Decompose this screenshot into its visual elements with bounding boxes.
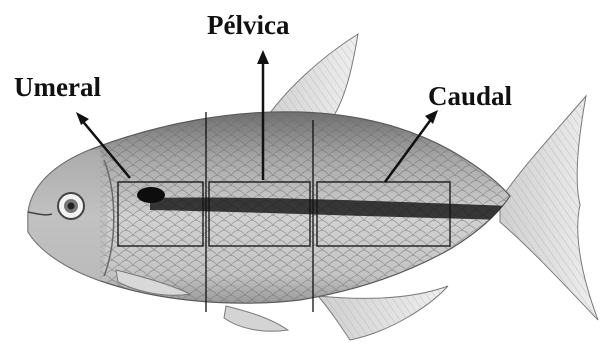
pelvica-label: Pélvica <box>207 12 289 39</box>
pelvica-arrowhead <box>257 50 269 64</box>
caudal-label: Caudal <box>428 83 512 110</box>
pelvic-fin <box>224 306 288 331</box>
umeral-label: Umeral <box>14 74 101 101</box>
caudal-arrowhead <box>425 110 438 124</box>
umeral-arrowhead <box>76 112 89 125</box>
humeral-spot <box>137 187 165 203</box>
